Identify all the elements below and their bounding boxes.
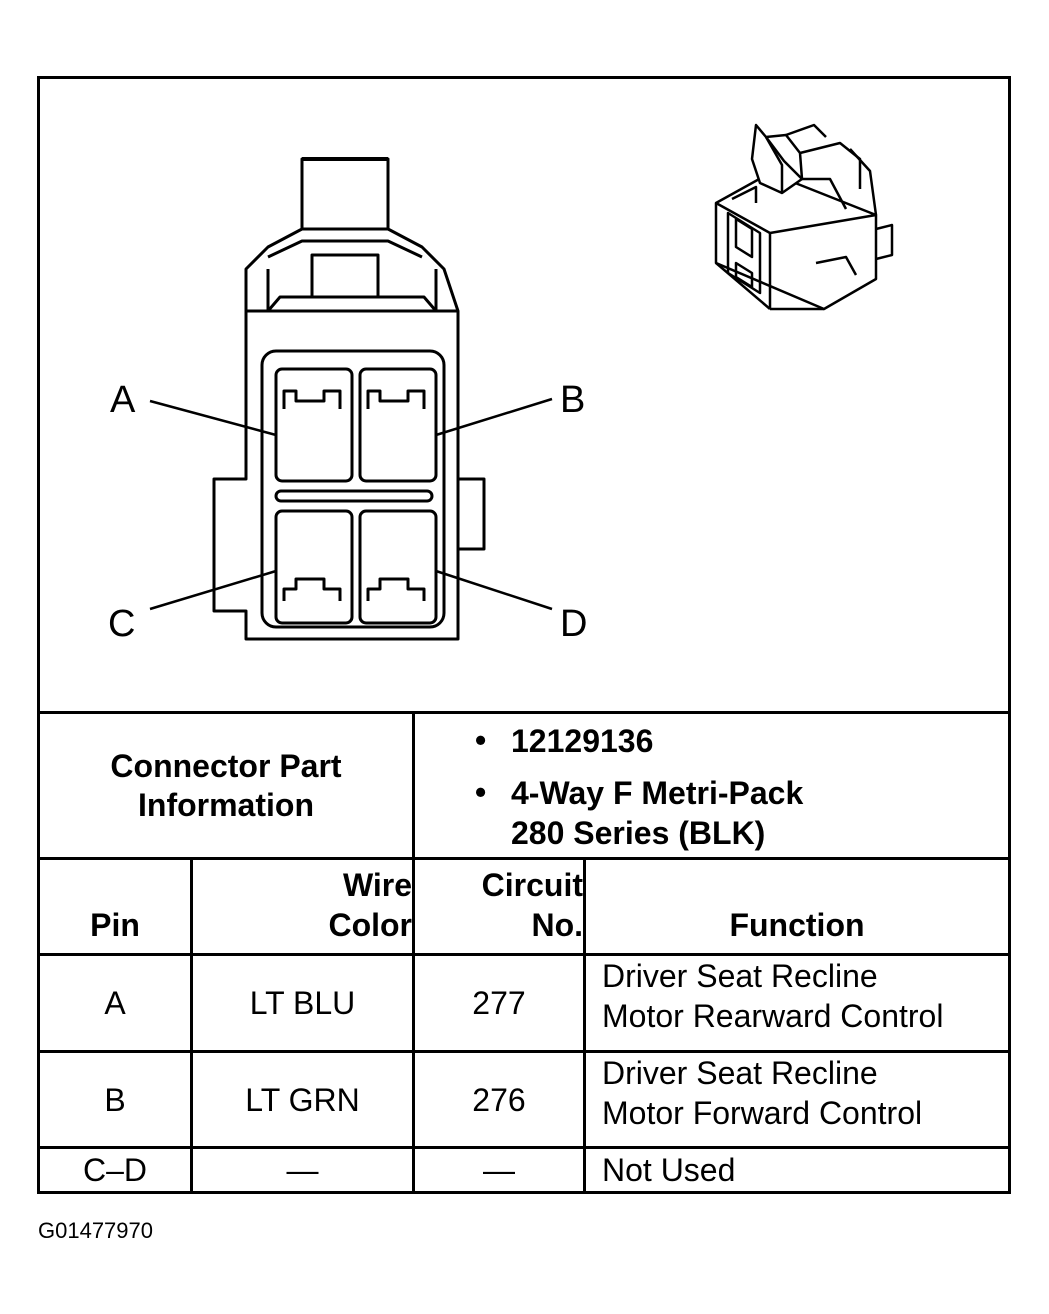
connector-isometric-view <box>714 123 894 311</box>
table-col-divider <box>412 860 415 1191</box>
leader-line-b <box>435 397 553 437</box>
figure-id: G01477970 <box>38 1218 153 1243</box>
table-row-divider <box>40 1050 1008 1053</box>
header-wire-color: Wire Color <box>328 867 412 943</box>
connector-info-title-line1: Connector Part <box>110 748 342 785</box>
connector-info-list: • 12129136 • 4-Way F Metri-Pack 280 Seri… <box>415 714 1008 857</box>
table-col-divider <box>583 860 586 1191</box>
pin-leader-lines <box>149 397 553 611</box>
header-pin: Pin <box>90 907 140 943</box>
row-a-circuit: 277 <box>472 985 526 1021</box>
part-number: 12129136 <box>511 723 654 759</box>
pin-label-a: A <box>110 379 136 421</box>
pin-label-b: B <box>560 379 586 421</box>
connector-illustration-area: A B C D <box>40 79 1008 711</box>
info-column-divider <box>412 714 415 857</box>
row-cd-circuit: — <box>483 1152 515 1188</box>
pinout-table: Pin Wire Color Circuit No. Function A LT… <box>40 857 1008 1191</box>
pin-label-d: D <box>560 603 588 645</box>
row-b-circuit: 276 <box>472 1081 526 1118</box>
connector-info-title: Connector Part Information <box>40 714 412 857</box>
row-b-wire-color: LT GRN <box>245 1081 360 1118</box>
table-row-divider <box>40 1146 1008 1149</box>
terminal-cavity-c <box>274 509 354 625</box>
bullet-part-number: • <box>475 722 487 758</box>
connector-description-line1: 4-Way F Metri-Pack <box>511 775 804 811</box>
terminal-cavity-d <box>358 509 438 625</box>
bullet-description: • <box>475 774 487 810</box>
row-cd-function: Not Used <box>602 1152 736 1188</box>
row-a-function: Driver Seat Recline Motor Rearward Contr… <box>602 958 944 1034</box>
leader-line-d <box>435 569 553 611</box>
row-a-wire-color: LT BLU <box>249 985 356 1021</box>
pin-label-c: C <box>108 603 136 645</box>
terminal-cavity-a <box>274 367 354 483</box>
header-circuit-number: Circuit No. <box>481 867 583 943</box>
connector-info-title-line2: Information <box>138 786 314 823</box>
table-col-divider <box>190 860 193 1191</box>
row-b-function: Driver Seat Recline Motor Forward Contro… <box>602 1055 923 1131</box>
leader-line-a <box>149 399 277 437</box>
terminal-cavity-block <box>260 349 446 629</box>
leader-line-c <box>149 569 277 611</box>
connector-part-information: Connector Part Information • 12129136 • … <box>40 711 1008 857</box>
header-function: Function <box>729 907 865 943</box>
terminal-cavity-b <box>358 367 438 483</box>
row-cd-wire-color: — <box>286 1152 319 1188</box>
row-b-pin: B <box>104 1081 126 1118</box>
row-a-pin: A <box>104 985 126 1021</box>
connector-diagram-frame: A B C D Connector Part Information • 121… <box>37 76 1011 1194</box>
connector-face-drawing <box>149 123 894 641</box>
row-cd-pin: C–D <box>82 1152 147 1188</box>
connector-description-line2: 280 Series (BLK) <box>511 815 766 851</box>
table-row-divider <box>40 953 1008 956</box>
